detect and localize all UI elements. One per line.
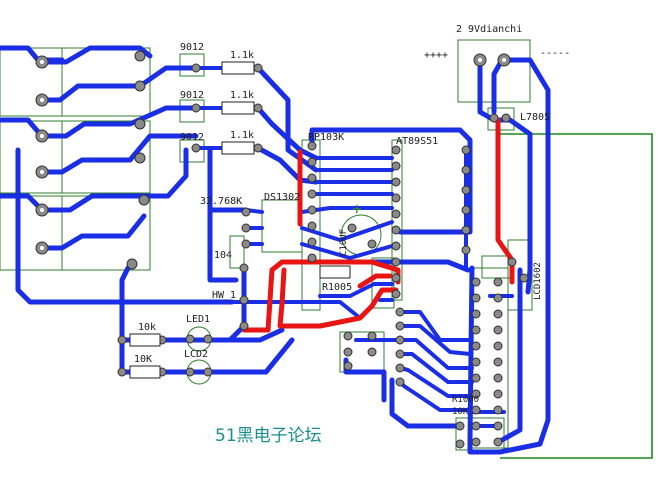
plus-signs-label: ++++ xyxy=(424,50,448,61)
minus-signs-label: ----- xyxy=(540,48,570,59)
rtc-label: DS1302 xyxy=(264,192,300,203)
resistor-1k-a-label: 1.1k xyxy=(230,50,254,61)
mcu-label: AT89S51 xyxy=(396,136,438,147)
regulator-label: L7805 xyxy=(520,112,550,123)
forum-caption: 51黑电子论坛 xyxy=(215,426,322,446)
lcd-side-label: LCD1602 xyxy=(533,262,543,300)
resistor-1000-label: R1000 xyxy=(452,395,479,405)
transistor-c-label: 9012 xyxy=(180,132,204,143)
top-layer-traces xyxy=(241,117,515,333)
resistor-10k-b-label: 10K xyxy=(134,354,152,365)
board-edge xyxy=(500,133,653,459)
elec-cap-label: C10UF xyxy=(339,229,349,256)
led1-label: LED1 xyxy=(186,314,210,325)
hw-label: HW_1 xyxy=(212,290,236,301)
bottom-layer-traces xyxy=(0,45,551,455)
pads xyxy=(35,50,529,449)
resistor-bodies xyxy=(129,61,351,379)
resistor-10k-c-label: 10K xyxy=(452,407,469,417)
cap-104-label: 104 xyxy=(214,250,232,261)
power-header-label: 2 9Vdianchi xyxy=(456,24,522,35)
transistor-b-label: 9012 xyxy=(180,90,204,101)
crystal-label: 32.768K xyxy=(200,196,242,207)
resistor-1k-b-label: 1.1k xyxy=(230,90,254,101)
transistor-a-label: 9012 xyxy=(180,42,204,53)
elec-cap-plus-mark: + xyxy=(352,199,362,218)
component-outlines xyxy=(0,39,533,451)
resistor-network-label: RP103K xyxy=(308,132,344,143)
led2-label: LCD2 xyxy=(184,349,208,360)
resistor-1005-label: R1005 xyxy=(322,282,352,293)
resistor-1k-c-label: 1.1k xyxy=(230,130,254,141)
resistor-10k-a-label: 10k xyxy=(138,322,156,333)
